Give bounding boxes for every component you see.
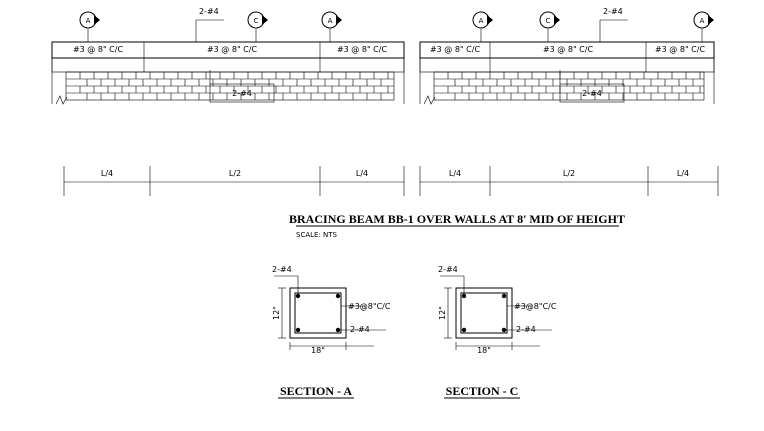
section-width-label: 18": [311, 346, 325, 355]
bottom-bar-tag: [559, 83, 625, 103]
span-label-half: L/2: [563, 169, 575, 178]
span-label-half: L/2: [229, 169, 241, 178]
top-bar-leader: [599, 19, 628, 42]
section-top-leader: [274, 275, 299, 294]
bottom-bar-label: 2-#4: [582, 89, 602, 98]
grid-marker-arrow: [487, 15, 493, 25]
top-bar-label: 2-#4: [603, 7, 623, 16]
scale-note: SCALE: NTS: [296, 231, 338, 239]
section-outline: [455, 287, 513, 339]
grid-marker-arrow: [708, 15, 714, 25]
bottom-bar-label: 2-#4: [232, 89, 252, 98]
span-dimension-right: L/4 L/2 L/4: [419, 166, 719, 196]
rebar-dot: [461, 293, 467, 299]
grid-marker-arrow: [94, 15, 100, 25]
section-outline: [289, 287, 347, 339]
break-line: [423, 95, 436, 105]
bottom-bar-tag: [209, 83, 275, 103]
section-top-bar-label: 2-#4: [272, 265, 292, 274]
section-title: SECTION - A: [280, 384, 352, 398]
top-bar-leader: [195, 19, 224, 42]
section-stirrup-label: #3@8"C/C: [514, 302, 557, 311]
span-label-quarter: L/4: [101, 169, 113, 178]
rebar-dot: [335, 293, 341, 299]
section-stirrup-label: #3@8"C/C: [348, 302, 391, 311]
stirrup-label-2: #3 @ 8" C/C: [207, 45, 257, 54]
beam-elevation-right: #3 @ 8" C/C #3 @ 8" C/C #3 @ 8" C/C 2-#4 2-#…: [419, 7, 715, 105]
stirrup-outline: [294, 292, 342, 334]
section-a: 2-#4 #3@8"C/C 2-#4 12" 18" SECTION - A: [272, 265, 391, 399]
rebar-dot: [501, 293, 507, 299]
beam-elevation-left: #3 @ 8" C/C #3 @ 8" C/C #3 @ 8" C/C 2-#4 2-#…: [51, 7, 405, 105]
grid-marker-a: A: [700, 17, 705, 25]
stirrup-label-2: #3 @ 8" C/C: [543, 45, 593, 54]
beam-bottom-strip: [419, 57, 715, 73]
section-bottom-bar-label: 2-#4: [350, 325, 370, 334]
beam-sections: 2-#4 #3@8"C/C 2-#4 12" 18" SECTION - A 2-#4 #3@…: [272, 265, 557, 399]
grid-marker-arrow: [262, 15, 268, 25]
grid-marker-a: A: [86, 17, 91, 25]
grid-marker-c: C: [546, 17, 551, 25]
section-height-label: 12": [272, 306, 281, 320]
span-dimensions: L/4 L/2 L/4 L/4 L/2 L/4: [63, 166, 719, 196]
grid-marker-arrow: [554, 15, 560, 25]
span-dimension-left: L/4 L/2 L/4: [63, 166, 405, 196]
rebar-dot: [295, 293, 301, 299]
rebar-dot: [461, 327, 467, 333]
section-c: 2-#4 #3@8"C/C 2-#4 12" 18" SECTION - C: [438, 265, 557, 399]
stirrup-label-3: #3 @ 8" C/C: [337, 45, 387, 54]
stirrup-label-3: #3 @ 8" C/C: [655, 45, 705, 54]
grid-marker-a: A: [328, 17, 333, 25]
stirrup-label-1: #3 @ 8" C/C: [430, 45, 480, 54]
top-bar-label: 2-#4: [199, 7, 219, 16]
beam-elevations: #3 @ 8" C/C #3 @ 8" C/C #3 @ 8" C/C 2-#4 2-#…: [51, 7, 715, 105]
section-height-label: 12": [438, 306, 447, 320]
drawing-title: BRACING BEAM BB-1 OVER WALLS AT 8' MID O…: [289, 212, 625, 226]
section-top-bar-label: 2-#4: [438, 265, 458, 274]
span-label-quarter: L/4: [677, 169, 689, 178]
span-label-quarter: L/4: [449, 169, 461, 178]
stirrup-label-1: #3 @ 8" C/C: [73, 45, 123, 54]
beam-bottom-strip: [51, 57, 405, 73]
span-label-quarter: L/4: [356, 169, 368, 178]
grid-marker-arrow: [336, 15, 342, 25]
stirrup-outline: [460, 292, 508, 334]
section-title: SECTION - C: [446, 384, 519, 398]
section-bottom-bar-label: 2-#4: [516, 325, 536, 334]
section-top-leader: [440, 275, 465, 294]
break-line: [55, 95, 68, 105]
grid-marker-a: A: [479, 17, 484, 25]
section-width-label: 18": [477, 346, 491, 355]
rebar-dot: [295, 327, 301, 333]
grid-marker-c: C: [254, 17, 259, 25]
